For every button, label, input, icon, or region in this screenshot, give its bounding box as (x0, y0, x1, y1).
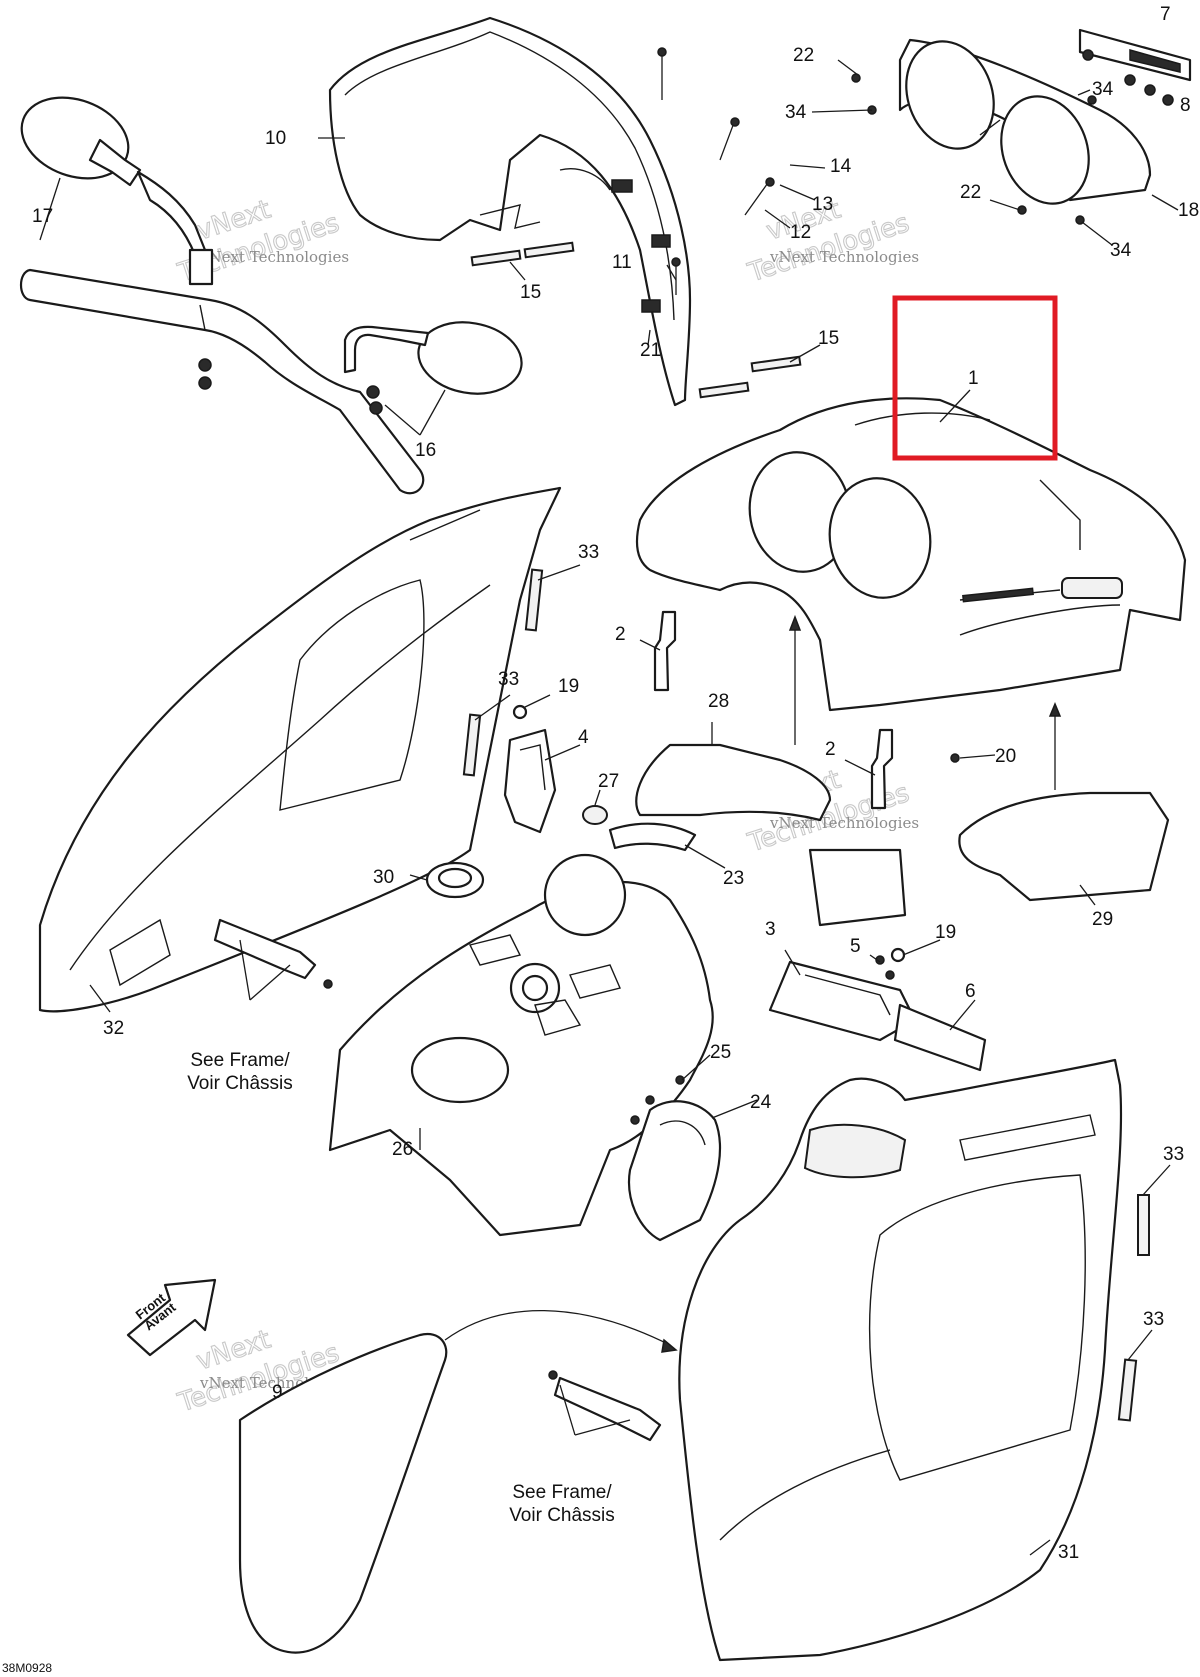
mirror-nuts-16 (198, 358, 383, 415)
front-arrow: Front Avant (126, 1278, 217, 1357)
right-mirror[interactable] (343, 315, 527, 402)
callout-15: 15 (520, 282, 541, 303)
windshield[interactable] (328, 16, 692, 407)
windshield-clip-upper (611, 179, 671, 313)
callout-12: 12 (790, 222, 811, 243)
callout-34: 34 (1110, 240, 1132, 261)
highlight-box (892, 295, 1058, 461)
callout-11: 11 (612, 252, 632, 273)
callout-16: 16 (415, 440, 436, 461)
drawing-code: 38M0928 (2, 1661, 52, 1675)
callout-30: 30 (373, 867, 394, 888)
callout-10: 10 (265, 128, 286, 149)
trim-strips-15-upper (470, 241, 575, 267)
callout-15: 15 (818, 328, 839, 349)
trim-strips-33-right (1117, 1194, 1150, 1422)
callout-22: 22 (960, 182, 981, 203)
callout-33: 33 (1143, 1309, 1164, 1330)
trim-strips-33-left (462, 568, 544, 777)
bracket-4 (503, 728, 557, 834)
callout-9: 9 (272, 1382, 283, 1403)
callout-33: 33 (1163, 1144, 1184, 1165)
tank-cover-26[interactable] (328, 853, 714, 1237)
callout-34: 34 (785, 102, 807, 123)
see-frame-note-upper: See Frame/ Voir Châssis (187, 1050, 293, 1094)
callout-22: 22 (793, 45, 814, 66)
callout-19: 19 (558, 676, 579, 697)
grommet-30 (425, 861, 485, 899)
callout-29: 29 (1092, 909, 1113, 930)
callout-34: 34 (1092, 79, 1114, 100)
see-frame-note-lower: See Frame/ Voir Châssis (509, 1482, 615, 1526)
callout-3: 3 (765, 919, 776, 940)
handlebar[interactable] (19, 268, 425, 495)
trim-strips-15-lower (698, 355, 802, 399)
windshield-bolts (657, 47, 775, 295)
right-side-panel[interactable] (678, 1058, 1123, 1662)
callout-33: 33 (498, 669, 519, 690)
clip-2-left (653, 610, 677, 692)
left-side-panel[interactable] (38, 486, 562, 1013)
watermark-small: vNext Technologies (199, 248, 349, 266)
callout-26: 26 (392, 1139, 413, 1160)
callout-14: 14 (830, 156, 852, 177)
callout-2: 2 (615, 624, 626, 645)
callout-2: 2 (825, 739, 836, 760)
left-mirror[interactable] (10, 83, 214, 286)
callout-4: 4 (578, 727, 589, 748)
gauge-nuts-8 (1082, 49, 1174, 106)
upper-console[interactable] (635, 397, 1187, 712)
cover-29[interactable] (958, 791, 1170, 902)
callout-5: 5 (850, 936, 861, 957)
callout-31: 31 (1058, 1542, 1079, 1563)
pad-9[interactable] (238, 1332, 448, 1654)
callout-33: 33 (578, 542, 599, 563)
frame-fastener-lower (548, 1370, 662, 1442)
callout-17: 17 (32, 206, 53, 227)
see-frame-line1: See Frame/ (512, 1482, 612, 1503)
rivets-19-5 (512, 704, 960, 980)
callout-19: 19 (935, 922, 956, 943)
assembly-arrows (444, 614, 1062, 1353)
callout-8: 8 (1180, 95, 1191, 116)
callout-1: 1 (968, 368, 979, 389)
callout-6: 6 (965, 981, 976, 1002)
callout-23: 23 (723, 868, 744, 889)
callout-27: 27 (598, 771, 619, 792)
see-frame-line1: See Frame/ (190, 1050, 290, 1071)
frame-fastener-upper (213, 918, 333, 989)
callout-labels: 1 2 2 3 4 5 6 7 8 9 10 11 12 13 14 15 15… (32, 4, 1199, 1563)
trim-23 (608, 822, 697, 852)
watermark-small: vNext Technologies (769, 248, 919, 266)
clip-2-right (870, 728, 894, 810)
callout-18: 18 (1178, 200, 1199, 221)
callout-25: 25 (710, 1042, 731, 1063)
callout-leaders (39, 59, 1179, 1556)
callout-7: 7 (1160, 4, 1171, 25)
callout-28: 28 (708, 691, 729, 712)
callout-13: 13 (812, 194, 833, 215)
gauge-housing[interactable] (892, 29, 1152, 216)
watermark-small: vNext Technologies (769, 814, 919, 832)
callout-32: 32 (103, 1018, 124, 1039)
bracket-6 (893, 1003, 987, 1072)
plug-27 (582, 805, 608, 825)
bracket-24 (627, 1100, 722, 1242)
see-frame-line2: Voir Châssis (509, 1505, 615, 1526)
callout-21: 21 (640, 340, 661, 361)
callout-20: 20 (995, 746, 1016, 767)
cover-28[interactable] (635, 743, 907, 927)
see-frame-line2: Voir Châssis (187, 1073, 293, 1094)
gauge-cover-7[interactable] (1078, 28, 1192, 82)
callout-24: 24 (750, 1092, 772, 1113)
screws-25 (630, 1075, 685, 1125)
